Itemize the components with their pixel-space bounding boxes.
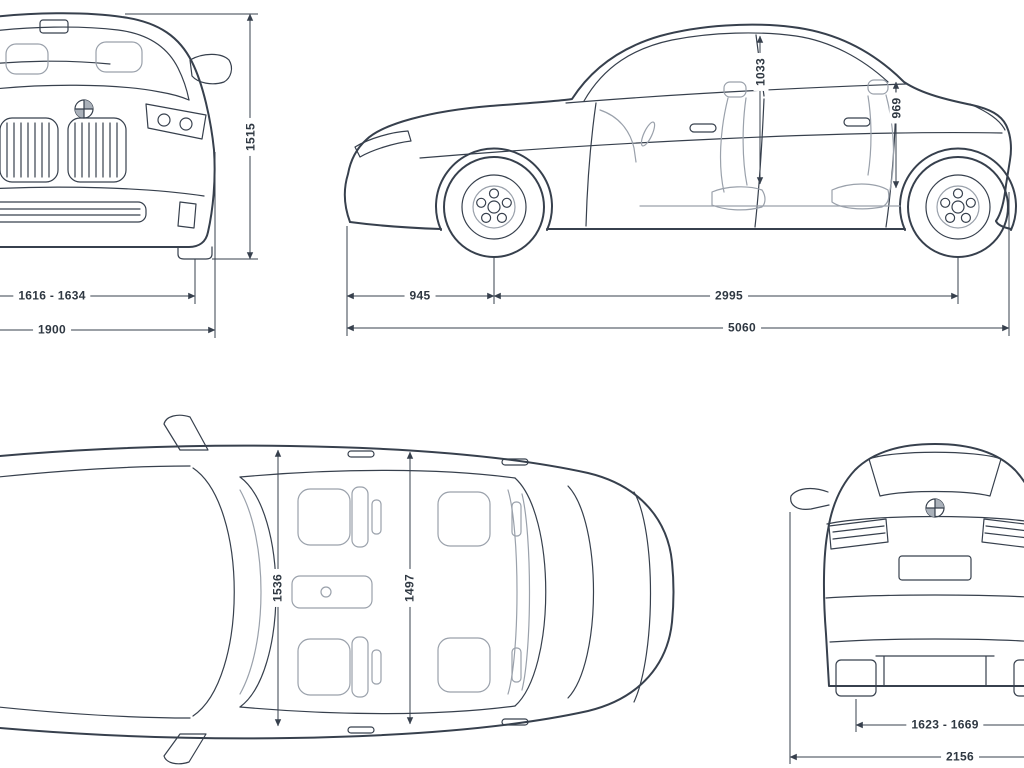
windshield-front-edge xyxy=(192,467,235,717)
side-front-headroom-label: 1033 xyxy=(753,53,769,91)
front-door-handle xyxy=(689,123,717,133)
front-view-drawing xyxy=(0,12,258,338)
top-rear-width-label: 1497 xyxy=(402,569,418,607)
side-interior xyxy=(599,79,901,211)
rear-mirror-left xyxy=(790,487,830,510)
taillight-left xyxy=(828,518,889,550)
rear-door-handle xyxy=(843,117,871,127)
top-interior-seats xyxy=(239,486,531,698)
front-wheels xyxy=(177,246,213,260)
headlight-side xyxy=(354,130,412,158)
side-wheelbase-label: 2995 xyxy=(710,288,748,304)
taillight-right xyxy=(981,518,1024,548)
rear-wheel-side xyxy=(907,156,1009,258)
side-rear-headroom-label: 969 xyxy=(889,92,905,124)
license-plate-area xyxy=(898,555,972,581)
bmw-roundel-rear xyxy=(925,498,945,518)
rear-view-drawing xyxy=(789,443,1024,764)
kidney-grille xyxy=(0,117,127,183)
trunk-cut-line xyxy=(969,103,1006,131)
rear-wheels xyxy=(835,659,1024,697)
front-height-label: 1515 xyxy=(243,118,259,156)
rear-window xyxy=(868,451,1002,497)
top-view-drawing xyxy=(0,414,675,765)
top-front-width-label: 1536 xyxy=(270,569,286,607)
front-car-body xyxy=(0,12,233,248)
rear-car-body xyxy=(790,443,1024,687)
rear-track-label: 1623 - 1669 xyxy=(906,717,984,733)
front-seats-through-glass xyxy=(5,41,143,75)
front-track-label: 1616 - 1634 xyxy=(13,288,91,304)
rear-window-rear-edge xyxy=(567,485,595,699)
bmw-roundel-front xyxy=(74,99,94,119)
top-mirror-right xyxy=(163,733,207,765)
interior-mirror xyxy=(39,19,69,34)
front-wheel-side xyxy=(443,156,545,258)
side-lower-dimensions xyxy=(346,192,1010,336)
steering-wheel xyxy=(640,121,656,147)
front-width-label: 1900 xyxy=(33,322,71,338)
side-mirror xyxy=(189,53,233,85)
rear-window-front-edge xyxy=(514,477,547,707)
side-view-drawing xyxy=(343,23,1017,336)
top-mirror-left xyxy=(163,414,209,451)
trunk-edge xyxy=(633,491,652,703)
top-car-body xyxy=(0,414,675,765)
side-front-overhang-label: 945 xyxy=(404,288,436,304)
front-bumper xyxy=(0,186,205,229)
rear-width-label: 2156 xyxy=(941,749,979,765)
headlight-front xyxy=(145,103,207,140)
side-length-label: 5060 xyxy=(723,320,761,336)
rear-width-dimension xyxy=(789,512,1024,764)
